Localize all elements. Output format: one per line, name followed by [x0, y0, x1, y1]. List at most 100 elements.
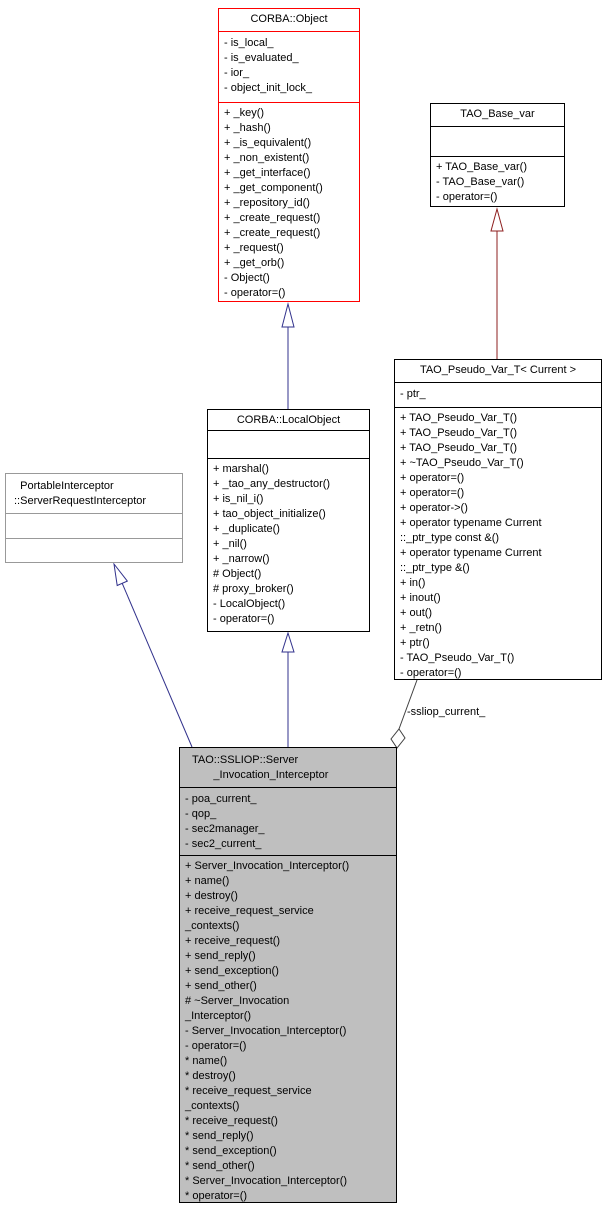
- class-attributes: [6, 514, 182, 539]
- class-methods: [6, 539, 182, 562]
- member-item: + inout(): [400, 592, 441, 604]
- member-item: + ~TAO_Pseudo_Var_T(): [400, 457, 524, 469]
- member-item: + send_reply(): [185, 950, 256, 962]
- member-item: + _get_orb(): [224, 257, 285, 269]
- member-item: + tao_object_initialize(): [213, 508, 326, 520]
- member-item: * Server_Invocation_Interceptor(): [185, 1175, 348, 1187]
- member-item: - object_init_lock_: [224, 82, 313, 94]
- member-item: + operator typename Current ::_ptr_type …: [400, 517, 542, 544]
- member-item: - TAO_Pseudo_Var_T(): [400, 652, 515, 664]
- member-item: - ior_: [224, 67, 250, 79]
- member-item: * receive_request_service _contexts(): [185, 1085, 312, 1112]
- class-methods: + TAO_Pseudo_Var_T() + TAO_Pseudo_Var_T()…: [395, 408, 601, 679]
- inheritance-arrow-interceptor-to-localobject: [281, 631, 295, 747]
- member-item: + send_exception(): [185, 965, 279, 977]
- class-title: TAO_Pseudo_Var_T< Current >: [395, 360, 601, 383]
- member-item: * operator=(): [185, 1190, 248, 1202]
- member-item: - Server_Invocation_Interceptor(): [185, 1025, 347, 1037]
- class-methods: + TAO_Base_var()- TAO_Base_var()- operat…: [431, 157, 564, 206]
- class-title: CORBA::LocalObject: [208, 410, 369, 431]
- member-item: + _create_request(): [224, 212, 321, 224]
- member-item: - Object(): [224, 272, 270, 284]
- usage-edge-ssliop-current: [390, 679, 418, 749]
- class-methods: + _key()+ _hash()+ _is_equivalent()+ _no…: [219, 103, 359, 301]
- member-item: + receive_request_service _contexts(): [185, 905, 314, 932]
- member-item: + operator=(): [400, 472, 465, 484]
- member-item: - operator=(): [400, 667, 462, 679]
- member-item: * receive_request(): [185, 1115, 278, 1127]
- class-title: TAO::SSLIOP::Server _Invocation_Intercep…: [180, 748, 396, 788]
- class-corba-object[interactable]: CORBA::Object - is_local_- is_evaluated_…: [218, 8, 360, 302]
- member-item: + operator=(): [400, 487, 465, 499]
- member-item: - is_evaluated_: [224, 52, 299, 64]
- class-corba-localobject[interactable]: CORBA::LocalObject + marshal()+ _tao_any…: [207, 409, 370, 632]
- member-item: + _get_component(): [224, 182, 323, 194]
- class-title: CORBA::Object: [219, 9, 359, 32]
- class-attributes: - poa_current_- qop_- sec2manager_- sec2…: [180, 788, 396, 856]
- member-item: - sec2_current_: [185, 838, 262, 850]
- class-attributes: [208, 431, 369, 459]
- member-item: # ~Server_Invocation _Interceptor(): [185, 995, 290, 1022]
- member-item: - sec2manager_: [185, 823, 265, 835]
- member-item: - is_local_: [224, 37, 274, 49]
- member-item: # proxy_broker(): [213, 583, 294, 595]
- member-item: * send_reply(): [185, 1130, 254, 1142]
- member-item: * send_other(): [185, 1160, 255, 1172]
- member-item: + TAO_Pseudo_Var_T(): [400, 427, 518, 439]
- member-item: + _narrow(): [213, 553, 270, 565]
- member-item: + in(): [400, 577, 426, 589]
- member-item: + _create_request(): [224, 227, 321, 239]
- class-methods: + marshal() + _tao_any_destructor() + is_n…: [208, 459, 369, 631]
- member-item: + TAO_Pseudo_Var_T(): [400, 442, 518, 454]
- class-portableinterceptor-serverrequestinterceptor[interactable]: PortableInterceptor ::ServerRequestInter…: [5, 473, 183, 563]
- class-title: PortableInterceptor ::ServerRequestInter…: [6, 474, 182, 514]
- class-attributes: [431, 127, 564, 157]
- member-item: + is_nil_i(): [213, 493, 264, 505]
- member-item: + ptr(): [400, 637, 430, 649]
- member-item: + _repository_id(): [224, 197, 310, 209]
- member-item: + TAO_Pseudo_Var_T(): [400, 412, 518, 424]
- member-item: + receive_request(): [185, 935, 281, 947]
- member-item: # Object(): [213, 568, 262, 580]
- aggregation-diamond-icon: [390, 728, 406, 749]
- member-item: + _is_equivalent(): [224, 137, 312, 149]
- inheritance-arrow-interceptor-to-serverrequestinterceptor: [113, 562, 193, 748]
- member-item: - operator=(): [436, 191, 498, 203]
- member-item: - operator=(): [185, 1040, 247, 1052]
- member-item: + destroy(): [185, 890, 238, 902]
- member-item: + send_other(): [185, 980, 257, 992]
- member-item: * name(): [185, 1055, 228, 1067]
- class-tao-ssliop-server-invocation-interceptor[interactable]: TAO::SSLIOP::Server _Invocation_Intercep…: [179, 747, 397, 1203]
- member-item: + _hash(): [224, 122, 271, 134]
- class-tao-pseudo-var-t[interactable]: TAO_Pseudo_Var_T< Current > - ptr_ + TAO…: [394, 359, 602, 680]
- member-item: + _request(): [224, 242, 284, 254]
- member-item: + _get_interface(): [224, 167, 311, 179]
- class-title: TAO_Base_var: [431, 104, 564, 127]
- member-item: - TAO_Base_var(): [436, 176, 525, 188]
- member-item: + name(): [185, 875, 230, 887]
- member-item: - LocalObject(): [213, 598, 286, 610]
- edge-label-ssliop-current: -ssliop_current_: [407, 706, 486, 718]
- member-item: + _retn(): [400, 622, 442, 634]
- member-item: - operator=(): [224, 287, 286, 299]
- member-item: + _non_existent(): [224, 152, 310, 164]
- member-item: + _nil(): [213, 538, 247, 550]
- member-item: + marshal(): [213, 463, 269, 475]
- class-methods: + Server_Invocation_Interceptor()+ name(…: [180, 856, 396, 1202]
- member-item: * send_exception(): [185, 1145, 277, 1157]
- member-item: + out(): [400, 607, 433, 619]
- inheritance-arrow-localobject-to-object: [281, 302, 295, 409]
- member-item: * destroy(): [185, 1070, 236, 1082]
- member-item: - poa_current_: [185, 793, 257, 805]
- class-attributes: - ptr_: [395, 383, 601, 408]
- member-item: - ptr_: [400, 388, 426, 400]
- member-item: + operator typename Current ::_ptr_type …: [400, 547, 542, 574]
- member-item: + _tao_any_destructor(): [213, 478, 331, 490]
- class-tao-base-var[interactable]: TAO_Base_var + TAO_Base_var()- TAO_Base_…: [430, 103, 565, 207]
- member-item: + _duplicate(): [213, 523, 280, 535]
- class-attributes: - is_local_ - is_evaluated_ - ior_ - object…: [219, 32, 359, 103]
- inheritance-arrow-pseudovar-to-basevar: [490, 207, 504, 359]
- member-item: - operator=(): [213, 613, 275, 625]
